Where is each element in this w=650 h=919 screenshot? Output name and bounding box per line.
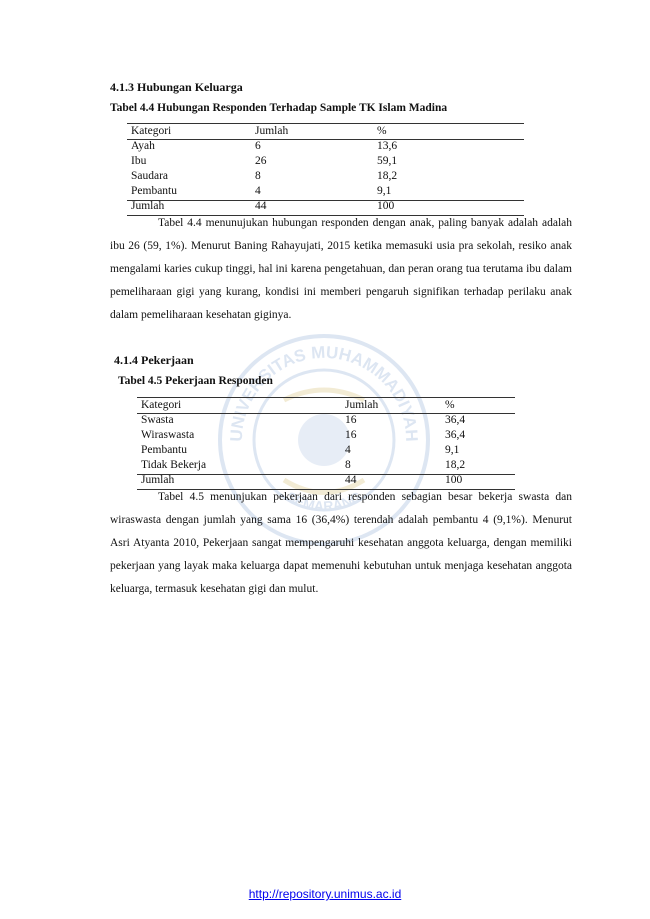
- header-kategori: Kategori: [141, 399, 182, 411]
- table-row: Saudara 8 18,2: [131, 169, 524, 184]
- cell-percent: 9,1: [445, 444, 460, 456]
- cell-percent: 18,2: [377, 170, 398, 182]
- cell-total-percent: 100: [445, 474, 463, 486]
- table-top-rule: [137, 397, 515, 398]
- cell-jumlah: 8: [255, 170, 261, 182]
- cell-jumlah: 16: [345, 414, 357, 426]
- cell-total-jumlah: 44: [255, 200, 267, 212]
- cell-jumlah: 4: [345, 444, 351, 456]
- cell-total-label: Jumlah: [131, 200, 165, 212]
- table-row: Ayah 6 13,6: [131, 139, 524, 154]
- cell-kategori: Saudara: [131, 170, 169, 182]
- cell-percent: 18,2: [445, 459, 466, 471]
- table-total-row: Jumlah 44 100: [131, 199, 524, 214]
- cell-kategori: Ibu: [131, 155, 147, 167]
- table-total-row: Jumlah 44 100: [141, 473, 515, 488]
- table-4-5: Kategori Jumlah % Swasta 16 36,4 Wiraswa…: [141, 398, 515, 488]
- table-row: Ibu 26 59,1: [131, 154, 524, 169]
- cell-total-percent: 100: [377, 200, 395, 212]
- table-title-4-5: Tabel 4.5 Pekerjaan Responden: [118, 375, 273, 387]
- table-total-rule: [127, 200, 524, 201]
- table-title-4-4: Tabel 4.4 Hubungan Responden Terhadap Sa…: [110, 102, 448, 114]
- cell-kategori: Ayah: [131, 140, 155, 152]
- table-top-rule: [127, 123, 524, 124]
- table-bottom-rule: [137, 489, 515, 490]
- cell-jumlah: 26: [255, 155, 267, 167]
- paragraph-hubungan-keluarga: Tabel 4.4 menunujukan hubungan responden…: [110, 212, 572, 327]
- table-4-4: Kategori Jumlah % Ayah 6 13,6 Ibu 26 59,…: [131, 124, 524, 214]
- section-heading-pekerjaan: 4.1.4 Pekerjaan: [114, 353, 194, 367]
- cell-percent: 36,4: [445, 414, 466, 426]
- cell-percent: 9,1: [377, 185, 392, 197]
- cell-percent: 13,6: [377, 140, 398, 152]
- table-header-row: Kategori Jumlah %: [131, 124, 524, 139]
- table-bottom-rule: [127, 215, 524, 216]
- table-row: Tidak Bekerja 8 18,2: [141, 458, 515, 473]
- cell-kategori: Wiraswasta: [141, 429, 195, 441]
- cell-percent: 36,4: [445, 429, 466, 441]
- cell-jumlah: 8: [345, 459, 351, 471]
- cell-kategori: Pembantu: [141, 444, 187, 456]
- table-row: Pembantu 4 9,1: [141, 443, 515, 458]
- table-header-row: Kategori Jumlah %: [141, 398, 515, 413]
- university-seal-watermark: UNIVERSITAS MUHAMMADIYAH SEMARANG: [218, 334, 430, 546]
- paragraph-text: Tabel 4.4 menunujukan hubungan responden…: [110, 217, 572, 321]
- header-percent: %: [445, 399, 455, 411]
- paragraph-text: Tabel 4.5 menunjukan pekerjaan dari resp…: [110, 491, 572, 595]
- repository-link[interactable]: http://repository.unimus.ac.id: [248, 887, 402, 901]
- header-jumlah: Jumlah: [345, 399, 379, 411]
- table-row: Swasta 16 36,4: [141, 413, 515, 428]
- section-heading-hubungan-keluarga: 4.1.3 Hubungan Keluarga: [110, 80, 243, 94]
- table-header-rule: [137, 413, 515, 414]
- cell-total-label: Jumlah: [141, 474, 175, 486]
- header-jumlah: Jumlah: [255, 125, 289, 137]
- cell-total-jumlah: 44: [345, 474, 357, 486]
- cell-kategori: Swasta: [141, 414, 174, 426]
- cell-jumlah: 16: [345, 429, 357, 441]
- cell-jumlah: 4: [255, 185, 261, 197]
- cell-percent: 59,1: [377, 155, 398, 167]
- paragraph-pekerjaan: Tabel 4.5 menunjukan pekerjaan dari resp…: [110, 486, 572, 601]
- cell-jumlah: 6: [255, 140, 261, 152]
- table-header-rule: [127, 139, 524, 140]
- table-row: Pembantu 4 9,1: [131, 184, 524, 199]
- cell-kategori: Pembantu: [131, 185, 177, 197]
- table-total-rule: [137, 474, 515, 475]
- header-kategori: Kategori: [131, 125, 172, 137]
- table-row: Wiraswasta 16 36,4: [141, 428, 515, 443]
- header-percent: %: [377, 125, 387, 137]
- cell-kategori: Tidak Bekerja: [141, 459, 207, 471]
